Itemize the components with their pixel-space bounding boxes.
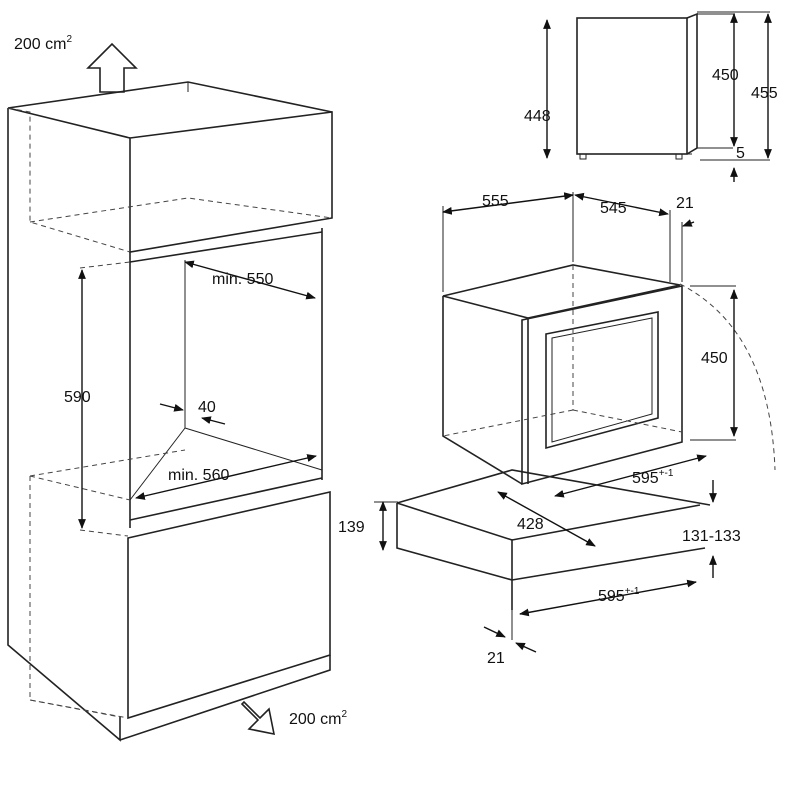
- niche-428-label: 428: [517, 516, 544, 533]
- dim-min-560-label: min. 560: [168, 467, 229, 484]
- vent-bottom-arrow-icon: [240, 700, 276, 736]
- vent-bottom-label: 200 cm2: [289, 709, 347, 728]
- oven-perspective: [442, 264, 776, 486]
- oven-545-label: 545: [600, 200, 627, 217]
- dim-40-arrow-left: [159, 403, 184, 412]
- oven-450-label: 450: [701, 350, 728, 367]
- oven-555-label: 555: [482, 193, 509, 210]
- oven-595-label: 595+-1: [632, 468, 674, 487]
- niche-131-133-label: 131-133: [682, 528, 741, 545]
- dim-139-label: 139: [338, 519, 365, 536]
- dim-40-arrow-right: [201, 416, 226, 425]
- dim-40-label: 40: [198, 399, 216, 416]
- niche-595-label: 595+-1: [598, 586, 640, 605]
- dim-590-label: 590: [64, 389, 91, 406]
- oven-21-arrow: [682, 219, 695, 227]
- side-455-label: 455: [751, 85, 778, 102]
- niche-21-arrow-left: [483, 626, 506, 638]
- dim-min-560-line: [135, 454, 317, 500]
- niche-21-arrow-right: [515, 642, 537, 653]
- tall-cabinet: [7, 81, 333, 742]
- oven-595-line: [554, 454, 707, 498]
- installation-niche: [396, 469, 711, 640]
- dim-min-550-label: min. 550: [212, 271, 273, 288]
- dim-min-550-line: [184, 260, 316, 300]
- niche-21-label: 21: [487, 650, 505, 667]
- vent-top-arrow-icon: [86, 42, 138, 93]
- side-5-label: 5: [736, 145, 745, 162]
- side-448-label: 448: [524, 108, 551, 125]
- oven-21-top-label: 21: [676, 195, 694, 212]
- niche-428-line: [497, 491, 596, 547]
- vent-top-label: 200 cm2: [14, 34, 72, 53]
- oven-545-line: [574, 192, 669, 217]
- oven-side-view: [576, 11, 770, 161]
- side-450-label: 450: [712, 67, 739, 84]
- oven-555-line: [442, 192, 574, 215]
- niche-595-line: [519, 579, 697, 617]
